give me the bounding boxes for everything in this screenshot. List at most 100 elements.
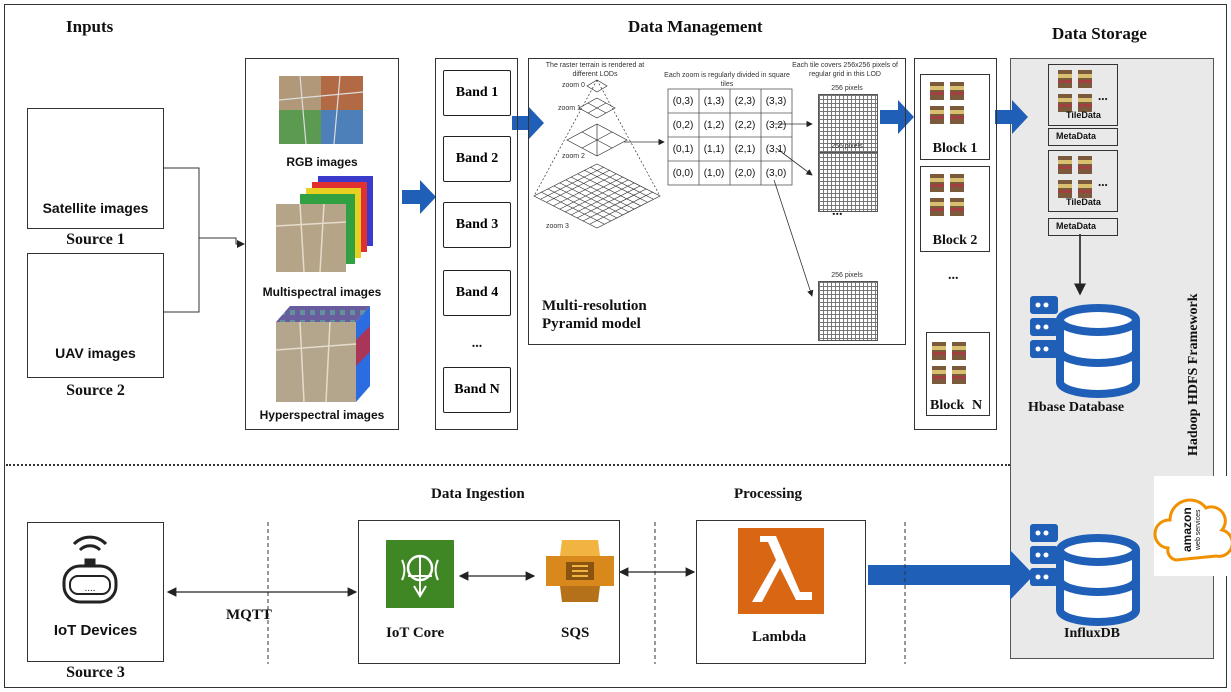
hbase-database-label: Hbase Database — [1028, 400, 1125, 415]
tiledata-label-1: TileData — [1066, 110, 1101, 120]
tile-cell: (1,0) — [703, 167, 725, 179]
metadata-label-1: MetaData — [1056, 131, 1097, 141]
tile-cell: (2,0) — [734, 167, 756, 179]
tile-cell: (0,0) — [672, 167, 694, 179]
hyperspectral-image-cube — [275, 306, 370, 403]
block-1-box — [920, 74, 990, 160]
multispectral-images-label: Multispectral images — [262, 285, 382, 299]
hbase-database-icon — [1030, 296, 1140, 398]
pyramid-caption-tiles: Each zoom is regularly divided in square… — [664, 72, 790, 88]
pyramid-title-line1: Multi-resolution — [542, 298, 647, 314]
pixel-tile-3 — [818, 281, 878, 341]
pixel-tile-1 — [818, 94, 878, 154]
block-n-label-b: N — [972, 398, 983, 413]
source1-box — [27, 108, 164, 229]
tile-cell: (2,3) — [734, 95, 756, 107]
tile-cell: (0,2) — [672, 119, 694, 131]
outer-frame — [4, 4, 1227, 688]
band-2: Band 2 — [443, 136, 511, 182]
rgb-image-thumbnail — [278, 75, 364, 145]
pyramid-levels — [533, 79, 661, 229]
section-title-data-storage: Data Storage — [1052, 24, 1147, 43]
tile-to-pixels-arrows — [773, 120, 814, 297]
multispectral-image-stack — [275, 176, 373, 273]
metadata-box-1 — [1048, 128, 1118, 146]
blocks-panel — [914, 58, 997, 430]
iot-core-label: IoT Core — [386, 625, 445, 641]
tile-grid-lines — [667, 88, 793, 186]
source2-label: Source 2 — [66, 382, 125, 399]
image-types-panel — [245, 58, 399, 430]
block-2-box — [920, 166, 990, 252]
source2-box — [27, 253, 164, 378]
tiledata-label-2: TileData — [1066, 197, 1101, 207]
pixel-tiles-ellipsis: ... — [832, 204, 843, 219]
sqs-label: SQS — [561, 625, 590, 641]
iot-devices-label: IoT Devices — [53, 622, 138, 639]
aws-logo-line1: amazon — [1180, 507, 1194, 552]
tile-cell: (1,1) — [703, 143, 725, 155]
bidirectional-arrows — [166, 567, 696, 597]
mqtt-label: MQTT — [226, 607, 272, 623]
block-1-label: Block 1 — [932, 141, 978, 156]
zoom3-label: zoom 3 — [546, 223, 569, 230]
pixel-tile-1-label: 256 pixels — [831, 85, 863, 92]
block-2-label: Block 2 — [932, 233, 978, 248]
tile-cell: (3,0) — [765, 167, 787, 179]
section-divider — [6, 464, 1010, 466]
pyramid-title-line2: Pyramid model — [542, 316, 641, 332]
iot-core-icon — [386, 540, 454, 608]
bands-ellipsis: ... — [471, 336, 483, 351]
metadata-box-2 — [1048, 218, 1118, 236]
source3-label: Source 3 — [66, 664, 125, 681]
section-title-data-ingestion: Data Ingestion — [431, 486, 525, 502]
zoom2-label: zoom 2 — [562, 153, 585, 160]
uav-images-label: UAV images — [55, 345, 136, 361]
rgb-images-label: RGB images — [286, 155, 358, 169]
satellite-images-label: Satellite images — [42, 200, 149, 216]
pyramid-caption-lods: The raster terrain is rendered at differ… — [545, 62, 645, 78]
data-ingestion-box — [358, 520, 620, 664]
iot-device-icon: .... — [62, 535, 118, 604]
band-4: Band 4 — [443, 270, 511, 316]
svg-text:....: .... — [84, 583, 95, 594]
band-1: Band 1 — [443, 70, 511, 116]
hyperspectral-images-label: Hyperspectral images — [259, 408, 385, 422]
block-stack-icons — [930, 70, 1092, 384]
lambda-icon — [738, 528, 824, 614]
section-title-inputs: Inputs — [66, 17, 114, 36]
zoom1-label: zoom 1 — [558, 105, 581, 112]
tile-cell: (3,1) — [765, 143, 787, 155]
tiledata-ellipsis-1: ... — [1098, 88, 1108, 103]
source-connectors — [164, 167, 245, 313]
tile-cell: (3,2) — [765, 119, 787, 131]
band-3: Band 3 — [443, 202, 511, 248]
block-n-label-a: Block — [930, 398, 965, 413]
tiledata-box-1 — [1048, 64, 1118, 126]
source1-label: Source 1 — [66, 231, 125, 248]
tile-cell: (1,2) — [703, 119, 725, 131]
processing-box — [696, 520, 866, 664]
section-title-data-management: Data Management — [628, 17, 763, 36]
pixel-tile-2-label: 256 pixels — [831, 143, 863, 150]
lambda-label: Lambda — [752, 629, 807, 645]
aws-cloud-logo — [1153, 476, 1231, 576]
tile-cell: (2,1) — [734, 143, 756, 155]
tiledata-ellipsis-2: ... — [1098, 174, 1108, 189]
influxdb-label: InfluxDB — [1064, 626, 1121, 641]
influxdb-database-icon — [1030, 524, 1140, 626]
block-n-box — [926, 332, 990, 416]
blocks-ellipsis: ... — [948, 268, 959, 283]
source3-box — [27, 522, 164, 662]
tile-cell: (1,3) — [703, 95, 725, 107]
pixel-tile-3-label: 256 pixels — [831, 272, 863, 279]
sqs-icon — [546, 540, 614, 602]
bands-panel — [435, 58, 518, 430]
tile-cell: (3,3) — [765, 95, 787, 107]
hadoop-hdfs-framework-label: Hadoop HDFS Framework — [1186, 293, 1201, 456]
tile-cell: (0,3) — [672, 95, 694, 107]
metadata-label-2: MetaData — [1056, 221, 1097, 231]
band-n: Band N — [443, 367, 511, 413]
pyramid-caption-pixels: Each tile covers 256x256 pixels of regul… — [792, 62, 898, 78]
